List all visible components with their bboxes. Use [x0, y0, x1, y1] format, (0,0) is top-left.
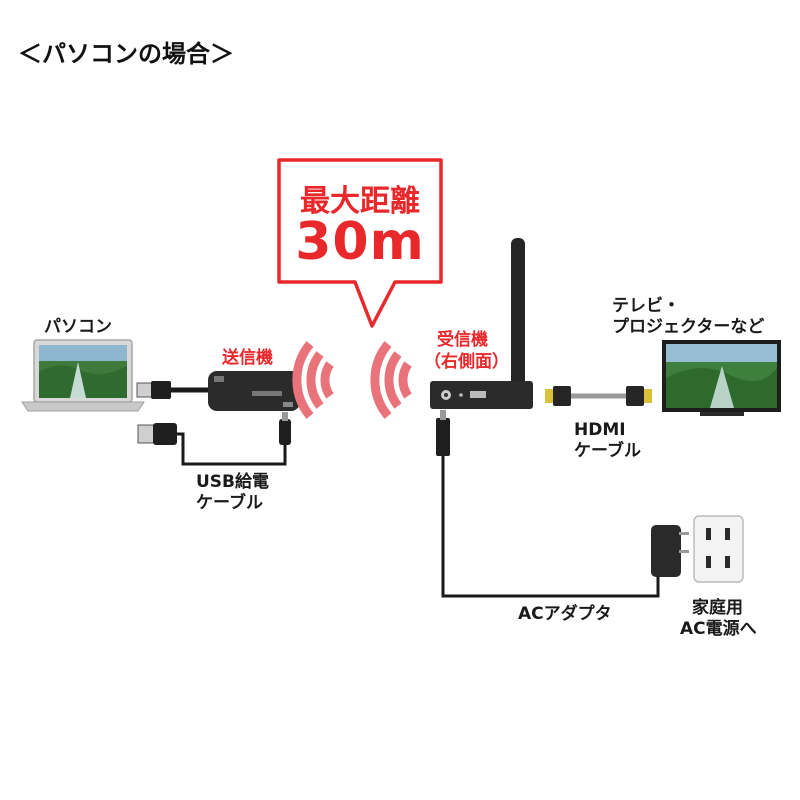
- usb-link-cable: [136, 381, 210, 399]
- transmitter-device: [208, 371, 300, 411]
- hdmi-label: HDMI: [574, 420, 626, 440]
- ac-adapter-label: ACアダプタ: [518, 604, 612, 624]
- usb-power-label: USB給電: [196, 472, 270, 492]
- page-title: ＜パソコンの場合＞: [18, 40, 234, 68]
- wireless-signal-right-icon: [370, 341, 412, 419]
- hdmi-cable-label: ケーブル: [574, 441, 641, 461]
- laptop-icon: [21, 339, 145, 412]
- receiver-side-label: （右側面）: [424, 352, 509, 372]
- wall-outlet-icon: [693, 515, 744, 583]
- ac-power-label: AC電源へ: [680, 619, 757, 639]
- outlet-label: 家庭用: [692, 598, 743, 618]
- receiver-device: [430, 238, 533, 409]
- receiver-label: 受信機: [437, 330, 488, 350]
- ac-adapter-cable: [436, 410, 660, 598]
- callout-distance: 30m: [295, 212, 425, 272]
- tv-label: テレビ・: [612, 296, 680, 316]
- tv-icon: [662, 340, 781, 416]
- callout-heading: 最大距離: [300, 184, 420, 219]
- transmitter-label: 送信機: [222, 348, 273, 368]
- callout-bubble: [277, 158, 443, 328]
- ac-adapter-icon: [651, 525, 689, 577]
- hdmi-cable: [545, 386, 652, 406]
- pc-label: パソコン: [44, 317, 112, 337]
- wireless-signal-left-icon: [292, 341, 334, 419]
- projector-label: プロジェクターなど: [612, 317, 765, 337]
- usb-cable-label: ケーブル: [196, 493, 263, 513]
- usb-power-cable: [137, 412, 291, 466]
